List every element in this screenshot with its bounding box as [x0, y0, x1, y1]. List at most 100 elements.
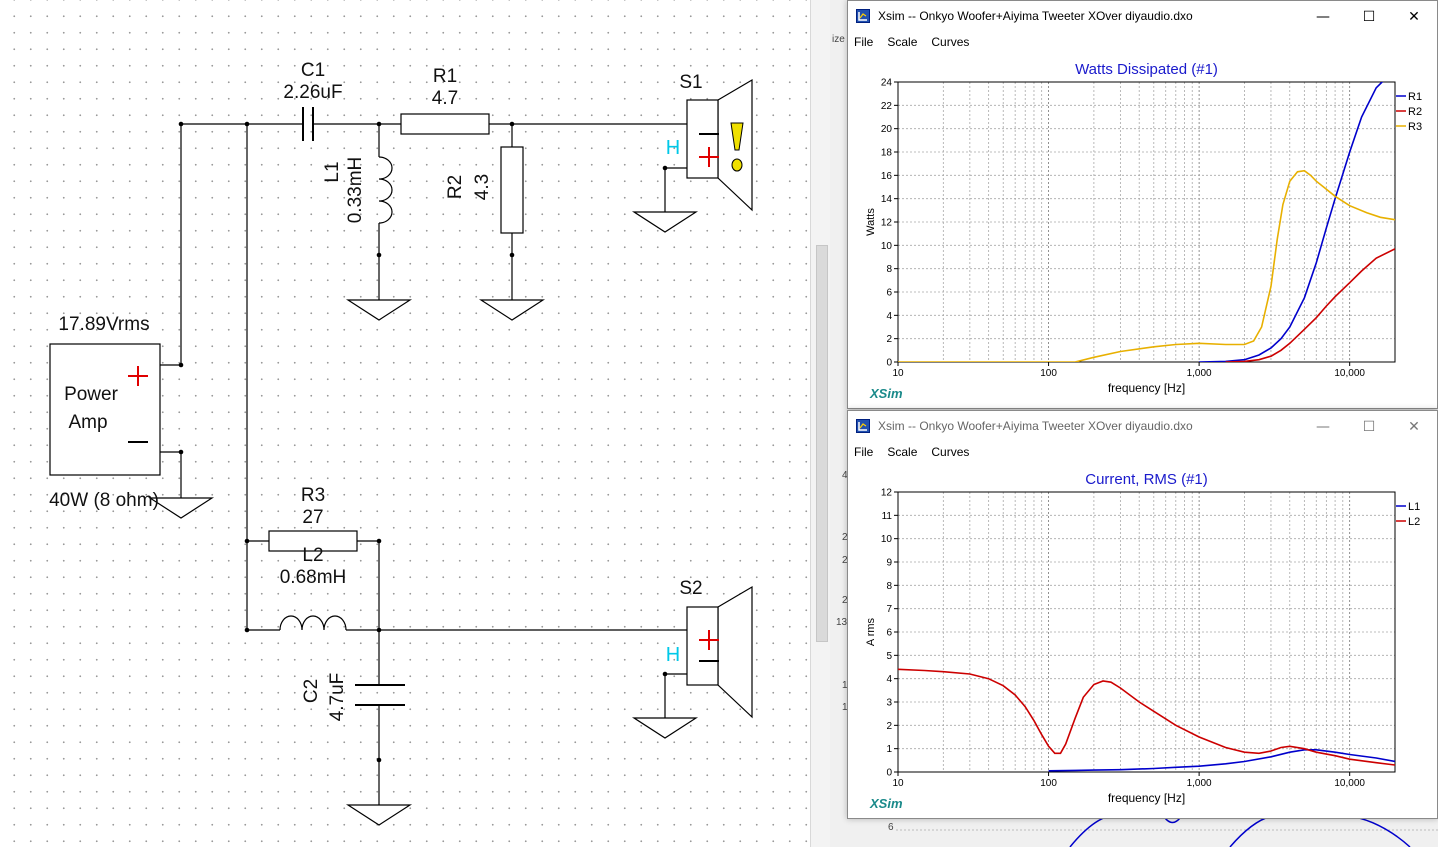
- l1-name: L1: [322, 161, 343, 182]
- schematic-canvas[interactable]: C1 2.26uF R1 4.7 L1 0.33mH R2 4.3 S1 S2 …: [0, 0, 830, 847]
- y-tick-label: 12: [881, 488, 893, 499]
- legend-entry: R2: [1408, 106, 1422, 118]
- resistor-r2[interactable]: [500, 146, 524, 234]
- menu-curves[interactable]: Curves: [931, 445, 970, 459]
- series-line-r3: [898, 169, 1395, 362]
- legend-entry: R3: [1408, 121, 1422, 133]
- y-tick-label: 10: [881, 534, 893, 545]
- inductor-l2[interactable]: [279, 615, 347, 631]
- menu-bar: File Scale Curves: [848, 442, 1437, 462]
- chart-title: Watts Dissipated (#1): [1075, 61, 1218, 78]
- series-line-l2: [898, 668, 1395, 766]
- s1-plus-icon: [699, 147, 719, 167]
- plot-frame: [897, 491, 1396, 773]
- plot-frame: [897, 81, 1396, 363]
- y-tick-label: 3: [886, 698, 892, 709]
- schematic-wires: [160, 123, 687, 805]
- x-tick-label: 10: [892, 778, 904, 789]
- menu-curves[interactable]: Curves: [931, 35, 970, 49]
- y-tick-label: 0: [886, 358, 892, 369]
- amp-voltage: 17.89Vrms: [58, 314, 149, 335]
- s1-name: S1: [679, 72, 702, 93]
- speaker-s1[interactable]: [686, 78, 753, 212]
- close-button[interactable]: ✕: [1408, 8, 1420, 25]
- s2-plus-icon: [699, 630, 719, 650]
- current-rms-window[interactable]: Xsim -- Onkyo Woofer+Aiyima Tweeter XOve…: [847, 410, 1438, 819]
- legend-entry: L2: [1408, 516, 1420, 528]
- y-tick-label: 9: [886, 558, 892, 569]
- bg-fragment: 4: [842, 470, 848, 481]
- capacitor-c2[interactable]: [355, 684, 405, 706]
- amp-plus-icon: [128, 366, 148, 386]
- x-tick-label: 10,000: [1334, 368, 1365, 379]
- y-tick-label: 14: [881, 194, 893, 205]
- chart-title: Current, RMS (#1): [1085, 471, 1208, 488]
- x-tick-label: 10: [892, 368, 904, 379]
- menu-scale[interactable]: Scale: [887, 445, 918, 459]
- vertical-scrollbar[interactable]: [810, 0, 831, 847]
- power-amp-box[interactable]: [49, 343, 161, 476]
- y-tick-label: 7: [886, 604, 892, 615]
- maximize-button[interactable]: ☐: [1362, 418, 1376, 435]
- watts-dissipated-window[interactable]: Xsim -- Onkyo Woofer+Aiyima Tweeter XOve…: [847, 0, 1438, 409]
- bg-fragment: ize: [832, 34, 845, 45]
- s2-name: S2: [679, 578, 702, 599]
- menu-bar: File Scale Curves: [848, 32, 1437, 52]
- bg-fragment: 2: [842, 532, 848, 543]
- y-tick-label: 2: [886, 721, 892, 732]
- y-tick-label: 12: [881, 218, 893, 229]
- x-tick-label: 100: [1040, 368, 1057, 379]
- title-bar[interactable]: Xsim -- Onkyo Woofer+Aiyima Tweeter XOve…: [848, 1, 1437, 32]
- bg-fragment: 6: [888, 822, 894, 833]
- menu-file[interactable]: File: [854, 35, 874, 49]
- l1-value: 0.33mH: [345, 157, 366, 224]
- inductor-l1[interactable]: [378, 156, 393, 224]
- capacitor-c1[interactable]: [302, 107, 314, 141]
- warning-icon: [730, 122, 744, 172]
- l2-value: 0.68mH: [280, 567, 347, 588]
- y-tick-label: 2: [886, 334, 892, 345]
- title-bar[interactable]: Xsim -- Onkyo Woofer+Aiyima Tweeter XOve…: [848, 411, 1437, 442]
- maximize-button[interactable]: ☐: [1362, 8, 1376, 25]
- y-axis-label: Watts: [865, 208, 877, 236]
- minimize-button[interactable]: —: [1316, 418, 1330, 435]
- xsim-logo: XSim: [869, 796, 903, 811]
- bg-fragment: 2: [842, 595, 848, 606]
- y-tick-label: 0: [886, 768, 892, 779]
- l2-name: L2: [302, 545, 323, 566]
- resistor-r1[interactable]: [400, 113, 490, 135]
- amp-label-power: Power: [64, 384, 119, 405]
- xsim-app-icon: [856, 9, 870, 23]
- y-axis-label: A rms: [865, 617, 877, 646]
- bg-fragment: 1: [842, 680, 848, 691]
- x-axis-label: frequency [Hz]: [1108, 791, 1185, 805]
- s2-h-label: H: [666, 644, 680, 666]
- close-button[interactable]: ✕: [1408, 418, 1420, 435]
- y-tick-label: 6: [886, 628, 892, 639]
- y-tick-label: 1: [886, 744, 892, 755]
- y-tick-label: 5: [886, 651, 892, 662]
- r2-name: R2: [445, 175, 466, 199]
- scrollbar-thumb[interactable]: [816, 245, 828, 642]
- r3-value: 27: [302, 507, 323, 528]
- y-tick-label: 4: [886, 311, 892, 322]
- speaker-s2[interactable]: [686, 585, 753, 719]
- resistor-r3[interactable]: [268, 530, 358, 552]
- series-line-l1: [1048, 749, 1395, 772]
- menu-scale[interactable]: Scale: [887, 35, 918, 49]
- xsim-app-icon: [856, 419, 870, 433]
- schematic-drawing: C1 2.26uF R1 4.7 L1 0.33mH R2 4.3 S1 S2 …: [49, 60, 753, 826]
- menu-file[interactable]: File: [854, 445, 874, 459]
- y-tick-label: 11: [882, 511, 893, 522]
- y-tick-label: 10: [881, 241, 893, 252]
- bg-fragment: 1: [842, 702, 848, 713]
- x-axis-label: frequency [Hz]: [1108, 381, 1185, 395]
- y-tick-label: 18: [881, 148, 893, 159]
- x-tick-label: 1,000: [1187, 778, 1212, 789]
- legend-entry: L1: [1408, 501, 1420, 513]
- y-tick-label: 20: [881, 124, 893, 135]
- minimize-button[interactable]: —: [1316, 8, 1330, 25]
- bg-fragment: 13: [836, 617, 848, 628]
